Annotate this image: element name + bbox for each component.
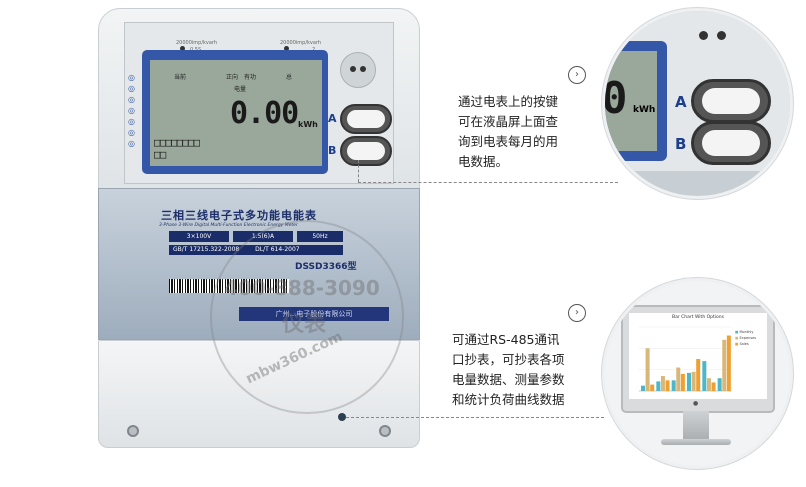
pulse-constant-left: 20000imp/kvarh <box>176 40 218 46</box>
button-b-face[interactable] <box>347 142 385 160</box>
lcd-label-current: 当前 <box>174 74 187 81</box>
bar-expenses-1 <box>645 348 650 391</box>
legend-item-3: ■ Sales <box>735 342 749 346</box>
description-rs485-line-2: 口抄表，可抄表各项 <box>452 352 565 367</box>
lcd-unit: kWh <box>298 120 318 129</box>
bar-expenses-6 <box>722 339 727 391</box>
legend-label-3: Sales <box>739 342 749 346</box>
monitor-stand-neck <box>683 411 709 441</box>
lcd-display: 当前 正向 有功 总 电量 0.00 kWh □□□□□□□□ □□ <box>150 60 322 166</box>
chevron-right-circle-icon: › <box>568 66 586 84</box>
zoom1-port-2 <box>717 31 726 40</box>
button-a-face[interactable] <box>347 110 385 128</box>
bar-expenses-3 <box>676 367 681 391</box>
bar-sales-5 <box>711 382 716 391</box>
button-b[interactable] <box>340 136 392 166</box>
bar-expenses-5 <box>706 378 711 391</box>
apple-logo-icon: ● <box>693 400 699 407</box>
bar-monthly-4 <box>687 372 691 391</box>
bar-sales-3 <box>680 373 685 391</box>
monitor-screen: Bar Chart With Options ■ Monthly ■ Expen… <box>629 313 767 399</box>
pulse-constant-right: 20000imp/kvarh <box>280 40 322 46</box>
monitor-stand-base <box>661 439 731 445</box>
button-b-label: B <box>328 144 337 157</box>
legend-item-1: ■ Monthly <box>735 330 754 334</box>
description-rs485-line-3: 电量数据、测量参数 <box>452 372 565 387</box>
plate-title: 三相三线电子式多功能电能表 <box>161 209 317 222</box>
chevron-right-circle-icon: › <box>568 304 586 322</box>
description-rs485-line-1: 可通过RS-485通讯 <box>452 332 560 347</box>
optical-port-hole-right <box>360 66 366 72</box>
bar-monthly-5 <box>702 361 707 391</box>
button-a-label: A <box>328 112 337 125</box>
zoom1-port-1 <box>699 31 708 40</box>
description-buttons-line-1: 通过电表上的按键 <box>458 94 559 109</box>
standard-left: GB/T 17215.322-2008 <box>173 246 240 253</box>
connector-line-1 <box>358 182 618 183</box>
bar-sales-2 <box>665 380 670 391</box>
lcd-label-energy: 电量 <box>234 86 247 93</box>
connector-line-2 <box>346 417 604 418</box>
bar-monthly-1 <box>641 385 645 391</box>
description-rs485-line-4: 和统计负荷曲线数据 <box>452 392 565 407</box>
zoom1-button-a-face[interactable] <box>702 88 760 114</box>
bar-monthly-2 <box>656 381 661 391</box>
button-a[interactable] <box>340 104 392 134</box>
monitor: Bar Chart With Options ■ Monthly ■ Expen… <box>621 305 775 413</box>
zoom1-button-b-face[interactable] <box>702 130 760 156</box>
zoom1-label-b: B <box>675 135 687 153</box>
screw-right <box>379 425 391 437</box>
bar-monthly-6 <box>717 378 722 391</box>
spec-voltage: 3×100V <box>169 231 229 242</box>
lcd-label-total: 总 <box>286 74 293 81</box>
lcd-label-active: 有功 <box>244 74 257 81</box>
zoom1-button-a[interactable] <box>691 79 771 123</box>
description-buttons-line-4: 电数据。 <box>458 154 509 169</box>
bar-chart <box>639 326 731 392</box>
bar-expenses-2 <box>660 376 665 391</box>
pulse-led-right <box>284 46 289 51</box>
screw-left <box>127 425 139 437</box>
zoom-circle-buttons: 0 kWh A B <box>602 8 793 199</box>
bar-sales-1 <box>650 384 655 391</box>
bar-sales-6 <box>726 335 731 391</box>
zoom1-lcd: 0 kWh <box>602 51 657 151</box>
description-rs485: 可通过RS-485通讯 口抄表，可抄表各项 电量数据、测量参数 和统计负荷曲线数… <box>452 330 565 410</box>
watermark-seal: 400-888-3090 仪表 mbw360.com <box>210 220 404 414</box>
bar-sales-4 <box>696 359 701 391</box>
lcd-reading: 0.00 <box>230 96 299 131</box>
watermark-phone: 400-888-3090 <box>224 276 380 300</box>
legend-label-2: Expenses <box>739 336 757 340</box>
legend-label-1: Monthly <box>739 330 754 334</box>
lcd-segment-row: □□□□□□□□ <box>154 136 200 149</box>
zoom1-label-a: A <box>675 93 687 111</box>
watermark-brand: 仪表 <box>282 312 327 337</box>
legend-item-2: ■ Expenses <box>735 336 757 340</box>
description-buttons-line-2: 可在液晶屏上面查 <box>458 114 559 129</box>
bar-expenses-4 <box>691 371 696 391</box>
description-buttons: 通过电表上的按键 可在液晶屏上面查 询到电表每月的用 电数据。 <box>458 92 558 172</box>
connector-vertical-1 <box>358 160 359 182</box>
zoom1-unit: kWh <box>633 105 656 115</box>
plate-subtitle: 3-Phase 3-Wire Digital Multi-Function El… <box>159 223 298 228</box>
lcd-label-forward: 正向 <box>226 74 239 81</box>
chart-title: Bar Chart With Options <box>672 315 724 320</box>
bar-monthly-3 <box>671 380 676 391</box>
zoom1-reading: 0 <box>602 73 628 124</box>
description-buttons-line-3: 询到电表每月的用 <box>458 134 559 149</box>
connector-dot-2 <box>338 413 346 421</box>
optical-port <box>340 52 376 88</box>
lcd-segment-row-2: □□ <box>154 148 166 161</box>
pulse-led-left <box>180 46 185 51</box>
zoom-circle-computer: Bar Chart With Options ■ Monthly ■ Expen… <box>602 278 793 469</box>
zoom1-button-b[interactable] <box>691 121 771 165</box>
chart-legend: ■ Monthly ■ Expenses ■ Sales <box>735 329 763 347</box>
optical-port-hole-left <box>350 66 356 72</box>
status-indicator-icons: ◎◎◎◎◎◎◎ <box>128 73 135 148</box>
